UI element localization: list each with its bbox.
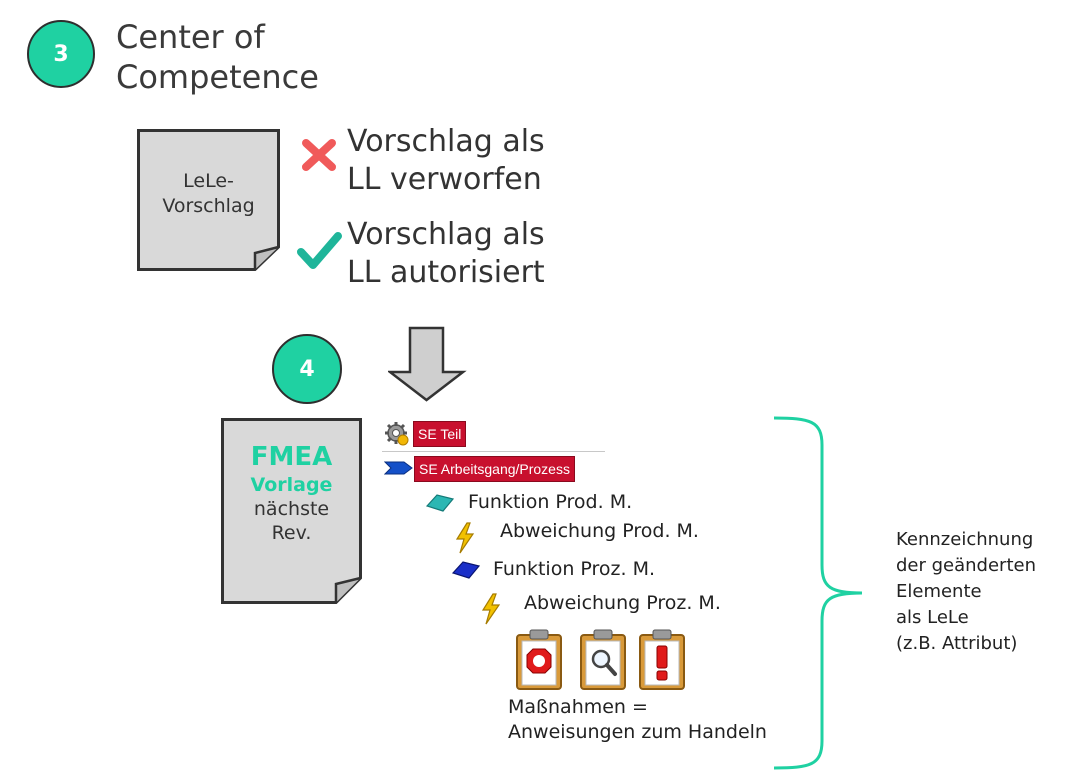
exclamation-clipboard-icon[interactable] — [637, 628, 687, 692]
function-diamond-icon-blue — [451, 561, 481, 579]
measures-line2: Anweisungen zum Handeln — [508, 721, 767, 743]
rejected-line2: LL verworfen — [347, 162, 542, 197]
step-3-badge: 3 — [27, 20, 95, 88]
measures-line1: Maßnahmen = — [508, 696, 648, 718]
approved-text: Vorschlag als LL autorisiert — [347, 216, 545, 292]
annotation-line4: als LeLe — [896, 607, 969, 628]
proposal-document: LeLe- Vorschlag — [137, 129, 280, 271]
se-teil-label[interactable]: SE Teil — [413, 421, 467, 447]
se-arbeitsgang-label[interactable]: SE Arbeitsgang/Prozess — [414, 456, 575, 482]
stop-clipboard-icon[interactable] — [514, 628, 564, 692]
step-3-title: Center of Competence — [116, 17, 319, 97]
proposal-document-shape — [137, 129, 280, 271]
abweichung-prod-label[interactable]: Abweichung Prod. M. — [500, 520, 699, 542]
funktion-proz-label[interactable]: Funktion Proz. M. — [493, 558, 656, 580]
approved-line1: Vorschlag als — [347, 217, 545, 252]
process-arrow-icon — [384, 461, 413, 475]
annotation-line5: (z.B. Attribut) — [896, 633, 1018, 654]
fmea-document: FMEA Vorlage nächste Rev. — [221, 418, 362, 604]
annotation-text: Kennzeichnung der geänderten Elemente al… — [896, 527, 1036, 657]
annotation-line2: der geänderten — [896, 555, 1037, 576]
function-diamond-icon-teal — [425, 494, 455, 512]
step-4-number: 4 — [299, 356, 315, 382]
funktion-prod-label[interactable]: Funktion Prod. M. — [468, 491, 633, 513]
step-3-number: 3 — [53, 41, 69, 67]
fmea-document-shape — [221, 418, 362, 604]
lightning-icon-proz — [481, 593, 501, 625]
tree-divider — [382, 451, 605, 452]
red-cross-icon — [302, 139, 336, 171]
annotation-line1: Kennzeichnung — [896, 529, 1034, 550]
teal-check-icon — [297, 232, 342, 269]
annotation-line3: Elemente — [896, 581, 982, 602]
magnifier-clipboard-icon[interactable] — [578, 628, 628, 692]
step-3-title-line2: Competence — [116, 58, 319, 96]
step-4-badge: 4 — [272, 334, 342, 404]
step-3-title-line1: Center of — [116, 18, 265, 56]
gear-icon — [385, 422, 409, 446]
abweichung-proz-label[interactable]: Abweichung Proz. M. — [524, 592, 721, 614]
measures-label: Maßnahmen = Anweisungen zum Handeln — [508, 695, 767, 745]
rejected-line1: Vorschlag als — [347, 124, 545, 159]
down-arrow-icon — [388, 326, 467, 402]
curly-brace — [773, 416, 863, 770]
approved-line2: LL autorisiert — [347, 255, 545, 290]
lightning-icon-prod — [455, 522, 475, 554]
rejected-text: Vorschlag als LL verworfen — [347, 123, 545, 199]
